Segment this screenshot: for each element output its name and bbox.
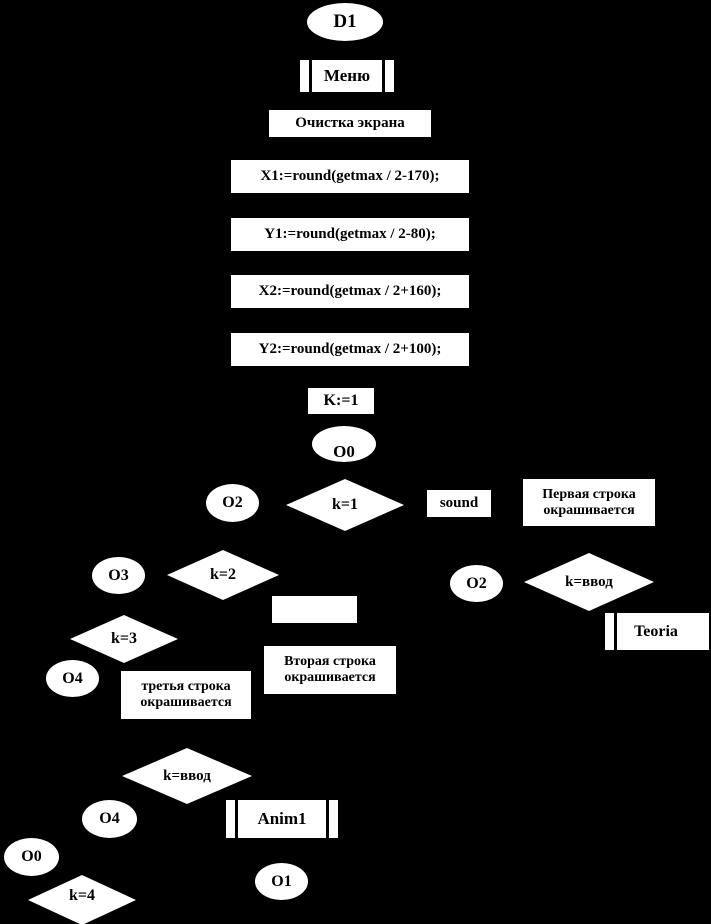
node-y1-assignment[interactable]: Y1:=round(getmax / 2-80);	[231, 218, 469, 251]
node-o4-bottom-connector[interactable]: O4	[82, 800, 137, 838]
node-menu-predefined-process[interactable]: Меню	[300, 60, 394, 92]
node-o1-label: O1	[271, 872, 292, 890]
node-d1-terminator[interactable]: D1	[307, 3, 383, 41]
node-k-eq-4-label: k=4	[68, 887, 95, 904]
node-blank-process[interactable]	[272, 596, 357, 623]
node-second-line-process[interactable]: Вторая строка окрашивается	[264, 646, 396, 694]
node-o2-left-connector[interactable]: O2	[206, 484, 259, 522]
node-sound-process[interactable]: sound	[427, 490, 491, 517]
node-x1-assignment[interactable]: X1:=round(getmax / 2-170);	[231, 160, 469, 193]
node-y2-label: Y2:=round(getmax / 2+100);	[258, 341, 442, 358]
node-second-line-label: Вторая строка окрашивается	[284, 654, 376, 685]
node-clear-screen-label: Очистка экрана	[295, 115, 405, 132]
node-o1-connector[interactable]: O1	[255, 863, 308, 900]
predef-bar-left-icon	[309, 60, 312, 92]
node-sound-label: sound	[439, 495, 479, 512]
node-k-vvod-bottom-decision[interactable]: k=ввод	[122, 748, 252, 804]
node-k-vvod-bottom-label: k=ввод	[163, 767, 211, 784]
node-o4-mid-label: O4	[62, 669, 83, 687]
node-anim1-predefined-process[interactable]: Anim1	[226, 800, 338, 838]
node-k-eq-3-label: k=3	[110, 630, 137, 648]
node-y1-label: Y1:=round(getmax / 2-80);	[264, 226, 436, 243]
node-o4-mid-connector[interactable]: O4	[46, 660, 99, 697]
node-teoria-label: Teoria	[634, 622, 678, 640]
node-k-eq-3-decision[interactable]: k=3	[70, 615, 178, 663]
node-k-init-assignment[interactable]: K:=1	[308, 388, 374, 414]
node-d1-label: D1	[333, 11, 357, 33]
node-o0-bottom-connector[interactable]: O0	[4, 838, 59, 876]
predef-bar-left-icon	[614, 613, 617, 650]
node-k-eq-4-decision[interactable]: k=4	[28, 875, 136, 924]
node-k-init-label: K:=1	[323, 392, 359, 410]
node-k-vvod-right-decision[interactable]: k=ввод	[524, 553, 654, 611]
node-first-line-label: Первая строка окрашивается	[542, 486, 636, 518]
node-k-eq-1-decision[interactable]: k=1	[286, 479, 404, 531]
node-o3-connector[interactable]: O3	[92, 557, 145, 594]
node-anim1-label: Anim1	[257, 809, 307, 829]
node-o4-bottom-label: O4	[99, 810, 120, 828]
predef-bar-right-icon	[326, 800, 329, 838]
node-k-vvod-right-label: k=ввод	[565, 573, 613, 590]
node-o0-bottom-label: O0	[21, 848, 42, 866]
node-third-line-process[interactable]: третья строка окрашивается	[121, 671, 251, 719]
node-o0-top-label: O0	[333, 441, 355, 461]
node-o2-right-connector[interactable]: O2	[450, 565, 503, 602]
node-o3-label: O3	[108, 566, 129, 584]
predef-bar-right-icon	[709, 613, 711, 650]
node-k-eq-2-label: k=2	[209, 566, 236, 584]
node-x2-label: X2:=round(getmax / 2+160);	[258, 283, 442, 300]
node-x1-label: X1:=round(getmax / 2-170);	[260, 168, 440, 185]
node-teoria-predefined-process[interactable]: Teoria	[605, 613, 711, 650]
predef-bar-right-icon	[382, 60, 385, 92]
node-third-line-label: третья строка окрашивается	[140, 679, 232, 710]
node-k-eq-2-decision[interactable]: k=2	[167, 550, 279, 600]
node-menu-label: Меню	[323, 66, 371, 86]
node-k-eq-1-label: k=1	[331, 496, 358, 514]
node-o0-top-connector[interactable]: O0	[312, 426, 376, 462]
node-y2-assignment[interactable]: Y2:=round(getmax / 2+100);	[231, 333, 469, 366]
node-x2-assignment[interactable]: X2:=round(getmax / 2+160);	[231, 275, 469, 308]
node-o2-left-label: O2	[222, 494, 243, 512]
node-first-line-process[interactable]: Первая строка окрашивается	[523, 479, 655, 526]
predef-bar-left-icon	[235, 800, 238, 838]
node-clear-screen-process[interactable]: Очистка экрана	[269, 110, 431, 137]
node-o2-right-label: O2	[466, 574, 487, 592]
